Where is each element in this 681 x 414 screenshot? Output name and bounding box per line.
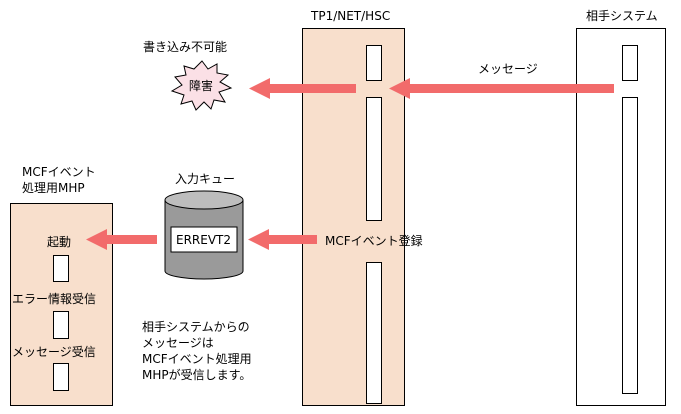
startup-arrow [86,229,157,250]
mcf-handler-title-line2: 処理用MHP [22,181,85,195]
message-label: メッセージ [478,62,538,76]
queue-name-label: ERREVT2 [176,233,232,247]
partner-slot-2 [622,97,638,394]
error-info-receive-label: エラー情報受信 [12,292,97,306]
fault-label: 障害 [189,79,214,93]
mcf-event-register-label: MCFイベント登録 [325,234,423,248]
fault-arrow [249,78,356,99]
note-line-2: メッセージは [142,336,214,350]
register-arrow [248,229,317,250]
note-line-1: 相手システムからの [142,320,250,334]
mhp-slot-3 [53,363,69,391]
write-disabled-label: 書き込み不可能 [143,40,228,54]
note-line-3: MCFイベント処理用 [142,352,252,366]
mhp-slot-1 [53,255,69,282]
mhp-slot-2 [53,311,69,339]
partner-slot-1 [622,45,638,81]
tp1-slot-3 [366,262,382,404]
tp1-net-hsc-title: TP1/NET/HSC [311,9,391,23]
tp1-slot-1 [366,45,382,81]
startup-label: 起動 [47,235,72,249]
message-arrow [389,78,614,99]
mcf-handler-title-line1: MCFイベント [22,165,96,179]
input-queue-cylinder [164,190,244,280]
note-line-4: MHPが受信します。 [142,368,252,382]
fault-burst-shape [170,60,233,111]
partner-system-title: 相手システム [586,9,658,23]
input-queue-label: 入力キュー [175,172,236,186]
message-receive-label: メッセージ受信 [12,345,96,359]
tp1-slot-2 [366,97,382,221]
